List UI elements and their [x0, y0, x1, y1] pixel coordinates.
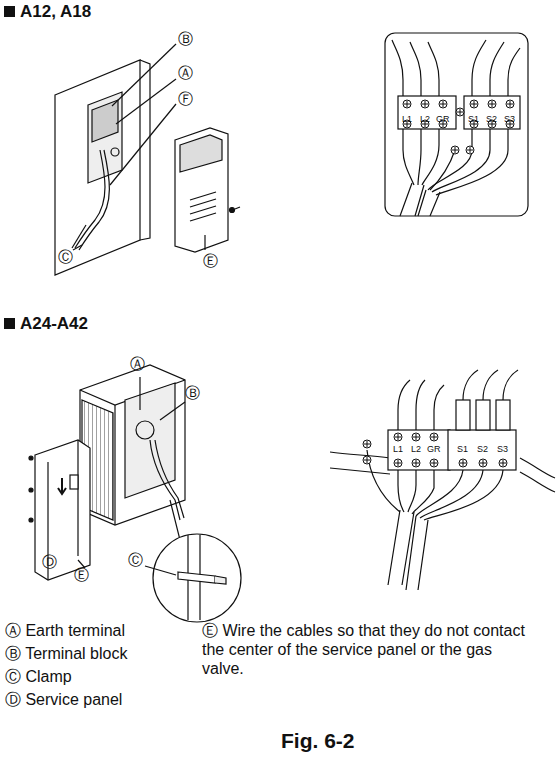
callout-letter: Ⓐ [130, 355, 145, 373]
terminal-label: S2 [486, 114, 497, 125]
key-note: Ⓓ Service panel [5, 690, 122, 709]
callout-letter: Ⓒ [128, 551, 143, 569]
callout-letter: Ⓑ [178, 30, 193, 48]
callout-letter: Ⓒ [58, 248, 73, 266]
terminal-label: L1 [393, 444, 403, 455]
key-note: Ⓐ Earth terminal [5, 621, 125, 640]
terminal-label: GR [427, 444, 441, 455]
terminal-label: GR [436, 114, 450, 125]
terminal-label: L1 [402, 114, 412, 125]
terminal-label: S1 [468, 114, 479, 125]
callout-letter: Ⓔ [203, 252, 218, 270]
key-note: Ⓑ Terminal block [5, 644, 127, 663]
key-note: Ⓔ Wire the cables so that they do not co… [202, 621, 532, 679]
callout-letter: Ⓑ [185, 384, 200, 402]
callout-letter: Ⓐ [178, 64, 193, 82]
terminal-label: S3 [497, 444, 508, 455]
terminal-label: S3 [504, 114, 515, 125]
terminal-label: S2 [477, 444, 488, 455]
callout-letter: Ⓕ [178, 90, 193, 108]
callout-letter: Ⓔ [74, 566, 89, 584]
callout-letter: Ⓓ [42, 553, 57, 571]
section-heading: A24-A42 [20, 314, 88, 334]
terminal-label: S1 [457, 444, 468, 455]
terminal-label: L2 [411, 444, 421, 455]
figure-caption: Fig. 6-2 [281, 728, 355, 753]
section-heading: A12, A18 [20, 2, 91, 22]
terminal-label: L2 [420, 114, 430, 125]
key-note: Ⓒ Clamp [5, 667, 72, 686]
